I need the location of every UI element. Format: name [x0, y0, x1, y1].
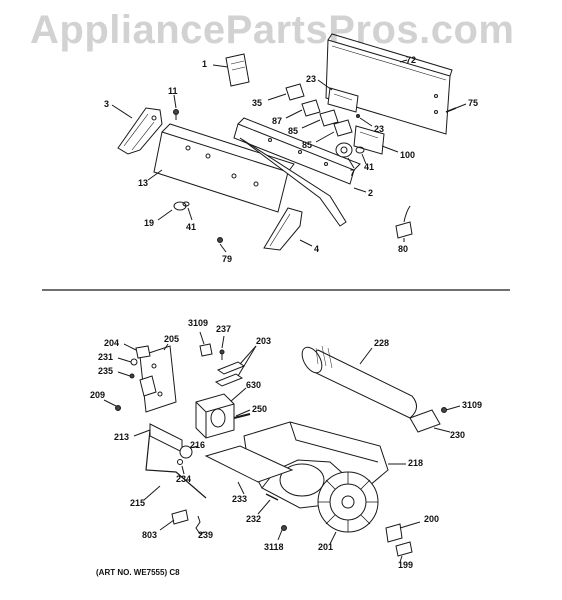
callout-203: 203: [256, 336, 272, 346]
callout-232: 232: [246, 514, 262, 524]
callout-200: 200: [424, 514, 440, 524]
callout-199: 199: [398, 560, 414, 570]
callout-41-a: 41: [364, 162, 375, 172]
part-11-screw: [173, 94, 179, 120]
callout-19: 19: [144, 218, 155, 228]
callout-87: 87: [272, 116, 283, 126]
callout-13: 13: [138, 178, 149, 188]
callout-630: 630: [246, 380, 262, 390]
part-233-base-plate: [204, 445, 294, 495]
callout-23-a: 23: [306, 74, 317, 84]
callout-3109-b: 3109: [462, 400, 483, 410]
part-201-blower-wheel: [317, 471, 379, 545]
callout-237: 237: [216, 324, 232, 334]
part-630-motor-switch: [229, 387, 247, 403]
part-72-backsplash: [325, 33, 453, 135]
callout-1: 1: [202, 59, 208, 69]
part-4-side-bracket: [263, 207, 313, 251]
callout-3118: 3118: [264, 542, 284, 552]
part-235-screw: [117, 371, 135, 379]
callout-85-a: 85: [288, 126, 299, 136]
callout-215: 215: [130, 498, 146, 508]
callout-205: 205: [164, 334, 180, 344]
part-216-pulley: [179, 445, 199, 459]
callout-3109-a: 3109: [188, 318, 209, 328]
part-204-clip: [123, 343, 151, 359]
callout-216: 216: [190, 440, 206, 450]
part-250-motor: [195, 393, 251, 439]
callout-239: 239: [198, 530, 214, 540]
part-209-screw: [103, 399, 121, 411]
motor-switch: [139, 375, 157, 397]
part-239-spring: [195, 515, 205, 535]
callout-250: 250: [252, 404, 268, 414]
callout-201: 201: [318, 542, 334, 552]
part-80-connector: [395, 205, 413, 242]
part-200-bracket: [385, 521, 421, 543]
part-23-timer-bracket: [317, 79, 359, 113]
callout-100: 100: [400, 150, 416, 160]
part-231-nut: [117, 357, 138, 366]
watermark-text: AppliancePartsPros.com: [30, 8, 515, 52]
part-3109-clip-top: [199, 331, 213, 357]
part-35-switch: [267, 83, 305, 101]
part-85-switch-a: [301, 109, 339, 129]
part-228-drum: [301, 345, 417, 419]
part-213-idler-arm: [133, 423, 183, 453]
callout-72: 72: [406, 55, 417, 65]
part-215-belt: [143, 429, 207, 501]
callout-85-b: 85: [302, 140, 313, 150]
part-19-grommet: [157, 201, 187, 221]
callout-231: 231: [98, 352, 114, 362]
callout-218: 218: [408, 458, 424, 468]
callout-230: 230: [450, 430, 466, 440]
callout-4: 4: [314, 244, 320, 254]
part-75-screw: [445, 103, 467, 113]
callout-204: 204: [104, 338, 120, 348]
callout-7: 7: [350, 168, 356, 178]
callout-75: 75: [468, 98, 479, 108]
callout-41-b: 41: [186, 222, 197, 232]
part-2-console-support: [233, 117, 367, 227]
part-41-grommet-left: [182, 201, 193, 221]
part-41-grommet-right: [355, 146, 367, 165]
art-number: (ART NO. WE7555) C8: [96, 568, 180, 577]
part-87-switch: [285, 99, 321, 119]
part-199-bolt: [395, 541, 413, 563]
part-230-bracket: [409, 409, 451, 433]
callout-2: 2: [368, 188, 374, 198]
callout-235: 235: [98, 366, 114, 376]
part-803-clip: [159, 509, 189, 531]
part-232-pin: [257, 493, 279, 515]
part-79-screw: [217, 237, 227, 253]
part-203-brackets: [214, 345, 257, 387]
part-3118-screw: [277, 525, 287, 541]
callout-79: 79: [222, 254, 233, 264]
callout-233: 233: [232, 494, 248, 504]
callout-80: 80: [398, 244, 409, 254]
part-3109-clip-right: [441, 405, 461, 413]
callout-3: 3: [104, 99, 110, 109]
part-7-knob: [335, 142, 355, 169]
part-3-end-bracket: [111, 104, 163, 155]
part-237-screw: [219, 335, 225, 360]
callout-803: 803: [142, 530, 158, 540]
part-1-instruction-sheet: [212, 53, 250, 87]
part-234-washer: [177, 459, 185, 475]
callout-234: 234: [176, 474, 192, 484]
callout-213: 213: [114, 432, 130, 442]
callout-209: 209: [90, 390, 106, 400]
callout-11: 11: [168, 86, 178, 96]
callout-35: 35: [252, 98, 263, 108]
callout-228: 228: [374, 338, 390, 348]
part-13-control-panel: [147, 123, 295, 213]
part-23-screw: [356, 114, 373, 127]
callout-23-b: 23: [374, 124, 385, 134]
part-85-switch-b: [315, 119, 353, 143]
